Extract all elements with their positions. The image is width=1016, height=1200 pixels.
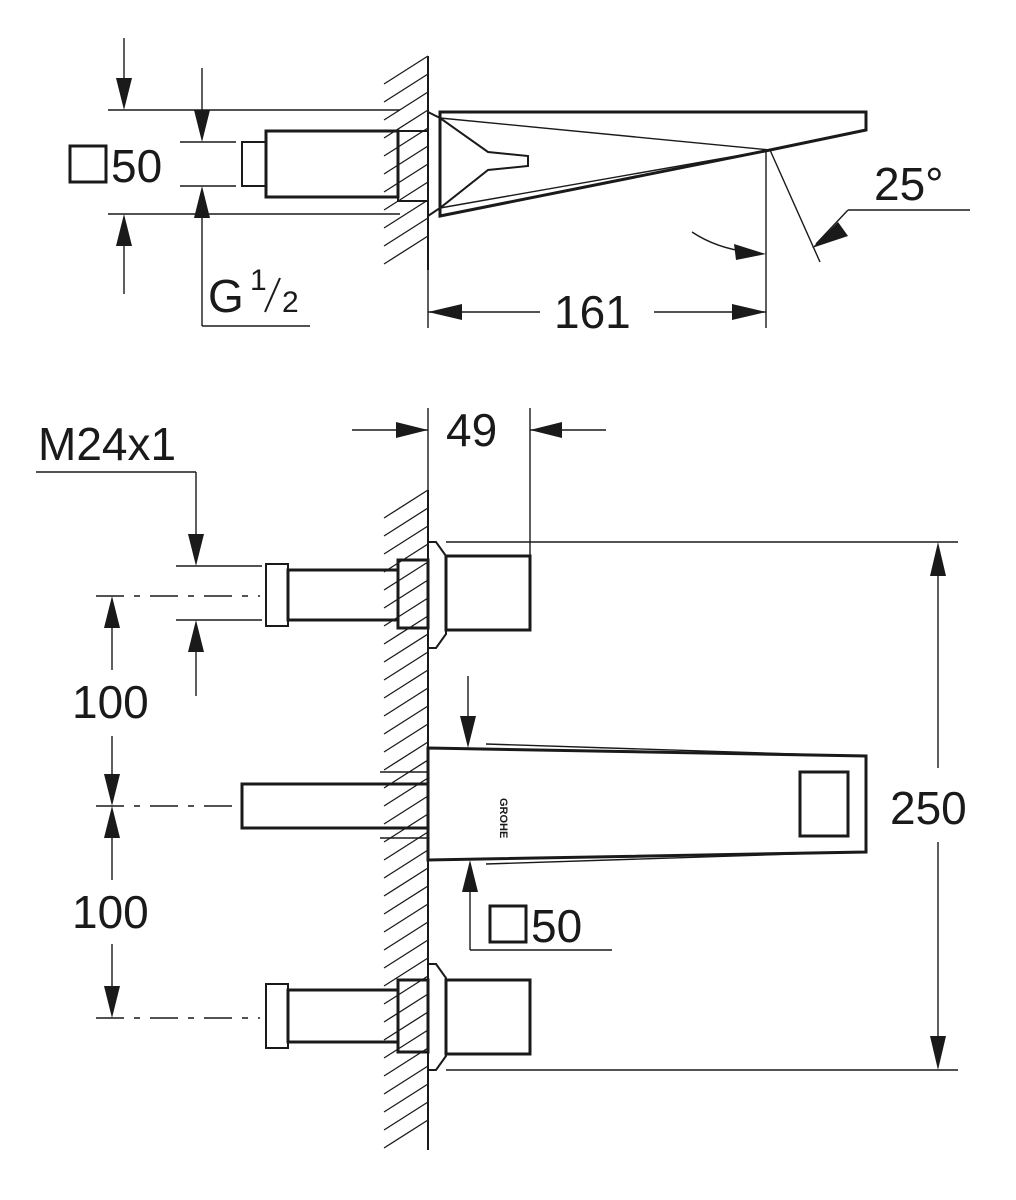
wall-hatch-line	[383, 181, 429, 211]
wall-hatch-line	[383, 91, 429, 121]
wall-hatch-line	[383, 633, 429, 663]
wall-hatch-line	[383, 651, 429, 681]
top-angle-dimension: 25°	[691, 149, 970, 328]
wall-hatch-line	[383, 73, 429, 103]
spout-square-dimension: 50	[460, 676, 612, 952]
wall-hatch-line	[383, 939, 429, 969]
wall-hatch-line	[383, 145, 429, 175]
wall-hatch-line	[383, 55, 429, 85]
lower-handle	[265, 963, 532, 1071]
top-spout	[438, 110, 868, 218]
spacing-upper-label: 100	[72, 676, 149, 728]
height-dimension: 250	[446, 541, 967, 1071]
front-view: GROHE M24x1	[36, 404, 967, 1150]
wall-hatch-line	[383, 615, 429, 645]
wall-hatch-line	[383, 579, 429, 609]
wall-hatch-line	[383, 867, 429, 897]
top-length-label: 161	[554, 286, 631, 338]
wall-hatch-line	[383, 705, 429, 735]
front-thread-dimension: M24x1	[36, 418, 262, 696]
square-symbol	[488, 904, 528, 944]
wall-hatch-line	[383, 1011, 429, 1041]
spout-square-label: 50	[531, 900, 582, 952]
wall-hatch-line	[383, 957, 429, 987]
top-square-label: 50	[111, 140, 162, 192]
wall-hatch-line	[383, 127, 429, 157]
wall-hatch-line	[383, 1083, 429, 1113]
projection-label: 49	[446, 404, 497, 456]
top-length-dimension: 161	[427, 270, 766, 338]
wall-hatch-line	[383, 1065, 429, 1095]
wall-hatch-line	[383, 235, 429, 265]
wall-hatch-line	[383, 903, 429, 933]
wall-hatch-line	[383, 525, 429, 555]
wall-hatch-line	[383, 777, 429, 807]
wall-hatch-line	[383, 849, 429, 879]
wall-hatch-line	[383, 1101, 429, 1131]
wall-hatch-line	[383, 741, 429, 771]
spacing-dimension: 100 100	[72, 596, 149, 1018]
front-spout: GROHE	[240, 743, 868, 865]
wall-hatch-line	[383, 199, 429, 229]
projection-dimension: 49	[352, 404, 606, 556]
top-angle-label: 25°	[874, 158, 944, 210]
top-wall	[383, 55, 429, 270]
height-label: 250	[890, 782, 967, 834]
wall-hatch-line	[383, 1119, 429, 1149]
wall-hatch-line	[383, 921, 429, 951]
wall-hatch-line	[383, 217, 429, 247]
top-thread-denominator: 2	[282, 286, 299, 319]
grohe-logo: GROHE	[497, 798, 509, 838]
wall-hatch-line	[383, 831, 429, 861]
top-view: 50 G 1 2 25°	[68, 38, 970, 338]
wall-hatch-line	[383, 687, 429, 717]
top-connector	[241, 110, 441, 218]
wall-hatch-line	[383, 597, 429, 627]
wall-hatch-line	[383, 507, 429, 537]
wall-hatch-line	[383, 163, 429, 193]
wall-hatch-line	[383, 885, 429, 915]
top-thread-label: G	[208, 270, 244, 322]
wall-hatch-line	[383, 993, 429, 1023]
wall-hatch-line	[383, 1029, 429, 1059]
top-thread-numerator: 1	[250, 264, 267, 297]
wall-hatch-line	[383, 723, 429, 753]
wall-hatch-line	[383, 561, 429, 591]
top-thread-dimension: G 1 2	[180, 68, 310, 327]
top-square-dimension: 50	[68, 38, 400, 294]
wall-hatch-line	[383, 543, 429, 573]
spacing-lower-label: 100	[72, 886, 149, 938]
spout-outlet	[798, 770, 850, 838]
wall-hatch-line	[383, 489, 429, 519]
wall-hatch-line	[383, 795, 429, 825]
upper-handle	[265, 541, 532, 649]
front-thread-label: M24x1	[38, 418, 176, 470]
wall-hatch-line	[383, 109, 429, 139]
square-symbol	[68, 144, 108, 184]
wall-hatch-line	[383, 669, 429, 699]
